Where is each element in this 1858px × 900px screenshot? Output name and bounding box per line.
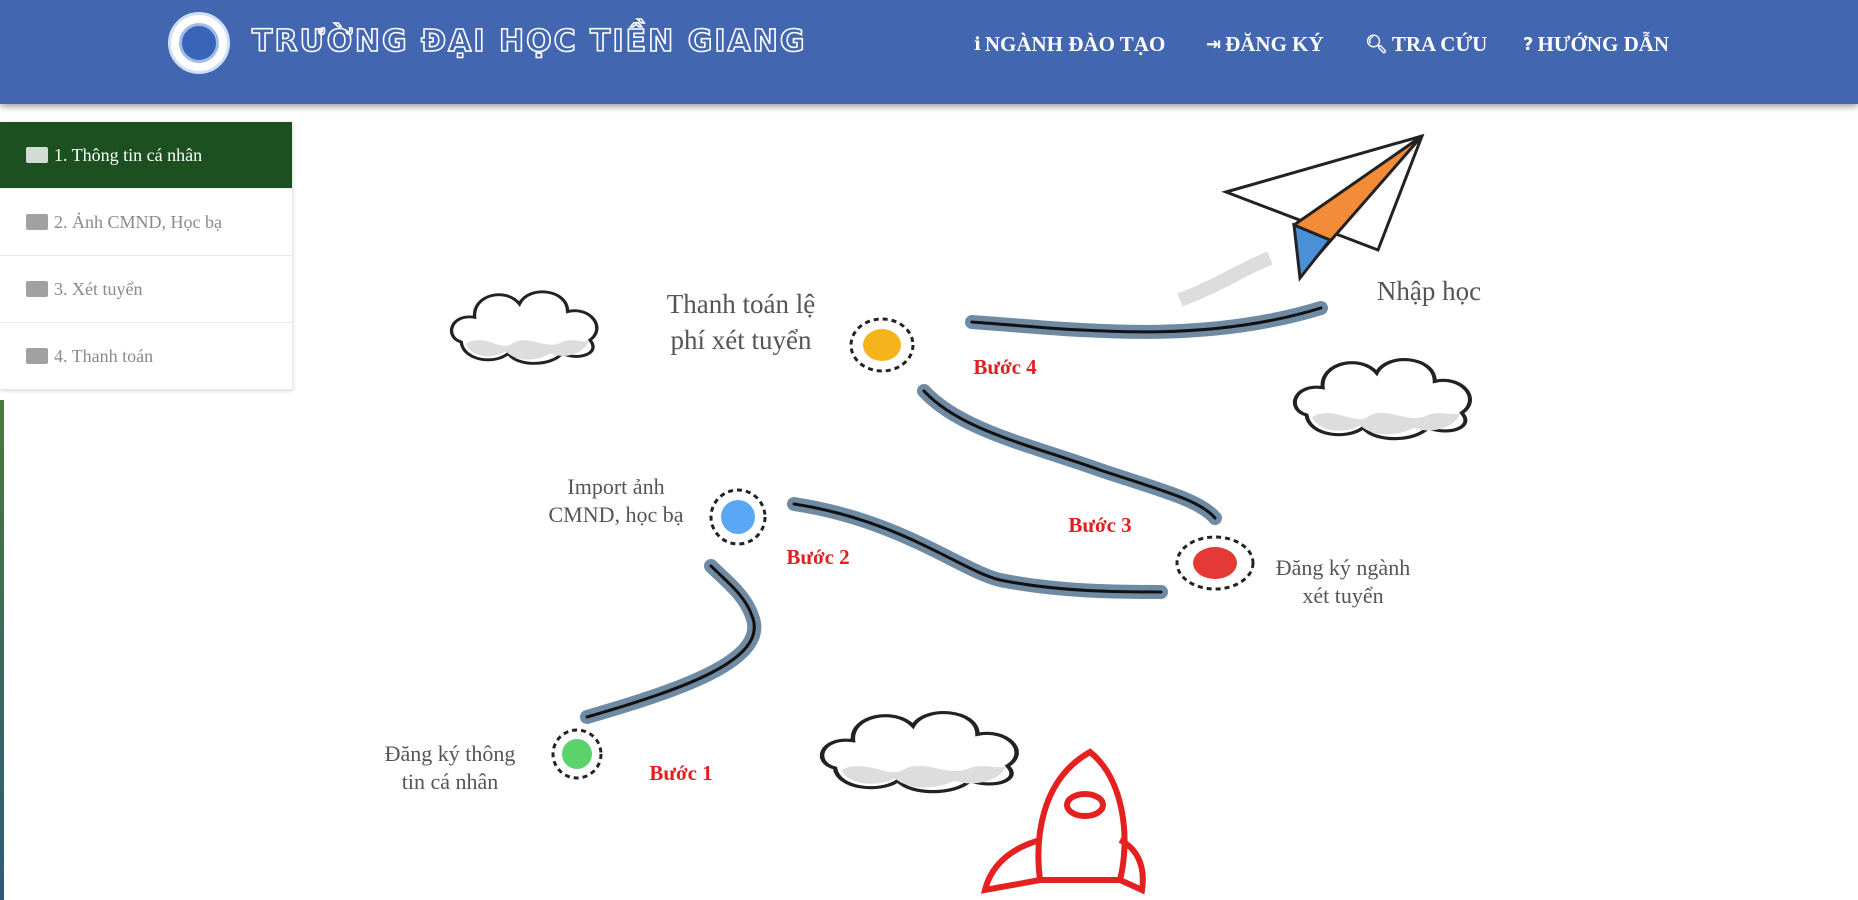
rocket-icon: [980, 748, 1146, 895]
finish-label: Nhập học: [1377, 276, 1481, 306]
id-card-icon: [26, 147, 48, 163]
step-1-label-line1: Đăng ký thông: [385, 741, 516, 766]
clipboard-check-icon: [26, 281, 48, 297]
step-2-label-line2: CMND, học bạ: [548, 502, 683, 527]
step-1-label-line2: tin cá nhân: [402, 769, 499, 794]
cloud-icon: [449, 290, 599, 366]
sidebar-item-thanh-toan[interactable]: 4. Thanh toán: [0, 323, 292, 390]
step-node-4[interactable]: [849, 317, 915, 373]
question-icon: ?: [1523, 34, 1534, 55]
road-path-2: [787, 497, 1168, 599]
road-path-1: [580, 559, 762, 724]
sidebar-item-anh-cmnd[interactable]: 2. Ảnh CMND, Học bạ: [0, 189, 292, 256]
search-icon: 🔍︎: [1365, 34, 1388, 55]
step-node-3[interactable]: [1175, 535, 1255, 591]
steps-sidebar: 1. Thông tin cá nhân 2. Ảnh CMND, Học bạ…: [0, 122, 292, 390]
step-4-label-line2: phí xét tuyển: [671, 325, 812, 355]
step-node-1[interactable]: [551, 728, 603, 780]
step-3-label-line1: Đăng ký ngành: [1276, 555, 1410, 580]
info-icon: ℹ: [974, 34, 981, 55]
step-2-label-line1: Import ảnh: [567, 474, 664, 499]
cloud-icon: [822, 713, 1017, 792]
paper-plane-icon: [1177, 133, 1425, 307]
road-path-3: [917, 384, 1222, 525]
background-edge: [0, 400, 4, 900]
step-4-badge: Bước 4: [973, 355, 1037, 379]
nav-dang-ky[interactable]: ⇥ĐĂNG KÝ: [1206, 32, 1324, 56]
nav-tra-cuu[interactable]: 🔍︎TRA CỨU: [1365, 32, 1488, 56]
sidebar-item-thong-tin[interactable]: 1. Thông tin cá nhân: [0, 122, 292, 189]
step-1-badge: Bước 1: [649, 761, 712, 785]
university-logo[interactable]: [168, 12, 230, 74]
images-icon: [26, 214, 48, 230]
step-2-badge: Bước 2: [786, 545, 849, 569]
money-icon: [26, 348, 48, 364]
road-path-4: [965, 301, 1328, 339]
step-node-2[interactable]: [709, 488, 767, 546]
step-4-label-line1: Thanh toán lệ: [667, 289, 815, 319]
step-3-badge: Bước 3: [1068, 513, 1131, 537]
sign-in-icon: ⇥: [1206, 34, 1222, 55]
cloud-icon: [1295, 360, 1470, 439]
site-title[interactable]: TRƯỜNG ĐẠI HỌC TIỀN GIANG: [251, 23, 807, 60]
sidebar-item-xet-tuyen[interactable]: 3. Xét tuyển: [0, 256, 292, 323]
nav-huong-dan[interactable]: ?HƯỚNG DẪN: [1523, 32, 1670, 56]
step-3-label-line2: xét tuyển: [1302, 583, 1383, 608]
